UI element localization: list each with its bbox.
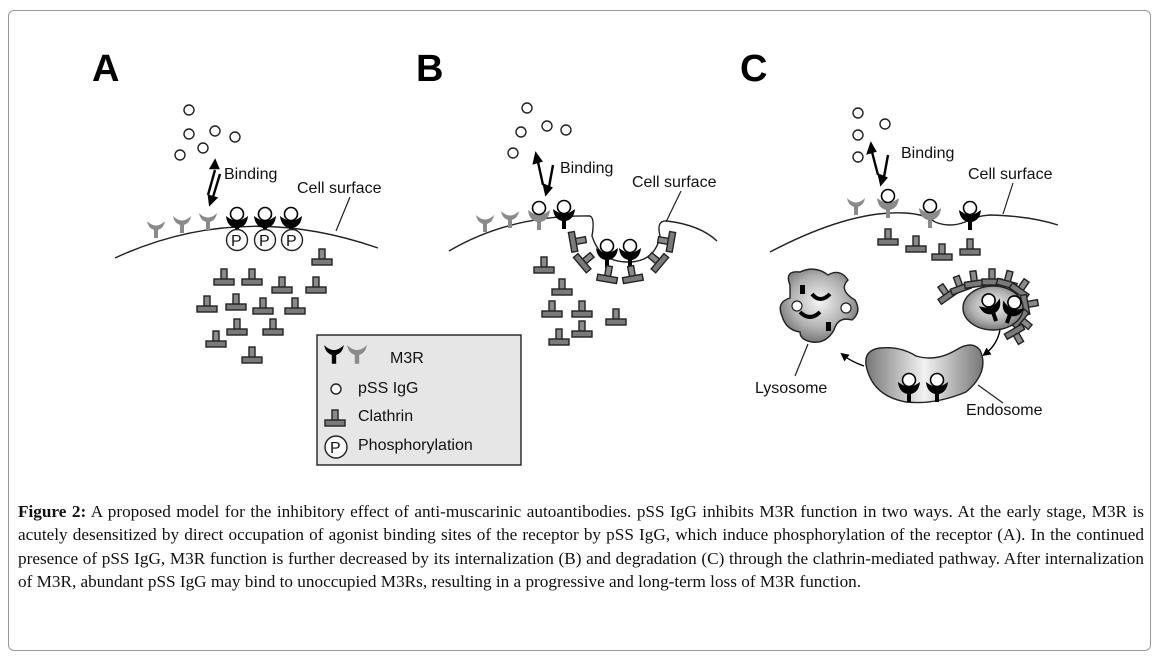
legend: M3R pSS IgG Clathrin P Phosphorylation (316, 334, 522, 466)
binding-arrows-icon (206, 158, 222, 207)
lysosome (779, 268, 859, 343)
bound-receptors (552, 199, 642, 269)
leader-line (665, 190, 682, 223)
figure-illustration: A Binding Cell surface (92, 48, 1059, 466)
cell-surface-label: Cell surface (297, 180, 382, 197)
igg-cluster (507, 102, 572, 159)
arrow-to-lysosome-icon (840, 352, 865, 367)
binding-arrows-icon (532, 151, 555, 197)
cell-surface-label: Cell surface (632, 174, 717, 191)
cell-membrane-invagination (448, 215, 718, 263)
unbound-receptors (476, 200, 551, 232)
phospho-p: P (286, 233, 297, 250)
binding-arrows-icon (866, 141, 890, 187)
figure-caption: Figure 2: A proposed model for the inhib… (18, 500, 1144, 594)
phosphorylation-icon (324, 435, 348, 459)
leader-line (977, 384, 1004, 404)
igg-cluster (174, 104, 241, 161)
clathrin-coat (567, 229, 677, 285)
clathrin-pool (196, 248, 333, 364)
igg-cluster (852, 107, 891, 163)
phospho-p: P (330, 440, 341, 457)
lysosome-label: Lysosome (755, 380, 827, 397)
panel-c-letter: C (740, 48, 767, 90)
phospho-p: P (259, 233, 270, 250)
binding-label: Binding (901, 145, 954, 162)
panel-b-letter: B (416, 48, 443, 90)
endosome-label: Endosome (966, 402, 1043, 419)
igg-circle-icon (330, 383, 342, 395)
binding-label: Binding (224, 166, 277, 183)
leader-line (335, 196, 351, 232)
cell-membrane (769, 212, 1059, 253)
panel-b: B Binding Cell surface (416, 48, 718, 346)
caption-label: Figure 2: (18, 502, 87, 521)
panel-a: A Binding Cell surface (92, 48, 382, 364)
legend-label-phosphorylation: Phosphorylation (358, 437, 473, 454)
binding-label: Binding (560, 160, 613, 177)
panel-c: C Binding Cell surface (740, 48, 1059, 419)
leader-line (794, 343, 809, 377)
clathrin-pool (877, 228, 981, 261)
legend-label-igg: pSS IgG (358, 380, 418, 397)
clathrin-coated-vesicle (931, 267, 1041, 349)
legend-label-clathrin: Clathrin (358, 408, 413, 425)
phosphorylation-markers: P P P (225, 228, 304, 252)
arrow-to-endosome-icon (982, 329, 1001, 357)
endosome (865, 344, 984, 404)
cell-surface-label: Cell surface (968, 166, 1053, 183)
legend-label-m3r: M3R (390, 350, 424, 367)
leader-line (1002, 182, 1014, 215)
phospho-p: P (231, 233, 242, 250)
panel-a-letter: A (92, 48, 119, 90)
cell-membrane (114, 225, 379, 259)
caption-text: A proposed model for the inhibitory effe… (18, 502, 1144, 592)
